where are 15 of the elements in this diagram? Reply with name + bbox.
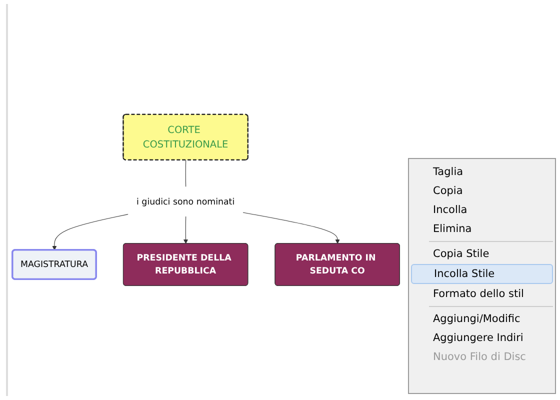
arrow xyxy=(52,214,129,250)
menu-item: Incolla xyxy=(432,203,468,218)
connector xyxy=(185,160,186,188)
menu-item: Copia xyxy=(432,184,464,199)
menu-item: Incolla Stile xyxy=(411,264,553,284)
node-text: i giudici sono nominati xyxy=(136,196,235,207)
arrow xyxy=(183,216,188,244)
menu-item: Taglia xyxy=(432,165,464,180)
menu-item: Nuovo Filo di Disc xyxy=(432,350,527,365)
menu-item: Elimina xyxy=(432,222,473,237)
menu-item: Copia Stile xyxy=(432,247,490,262)
menu-item: Aggiungere Indiri xyxy=(432,331,524,346)
menu-item: Formato dello stil xyxy=(432,287,525,302)
menu-item: Aggiungi/Modific xyxy=(432,312,522,327)
arrow xyxy=(242,212,340,244)
